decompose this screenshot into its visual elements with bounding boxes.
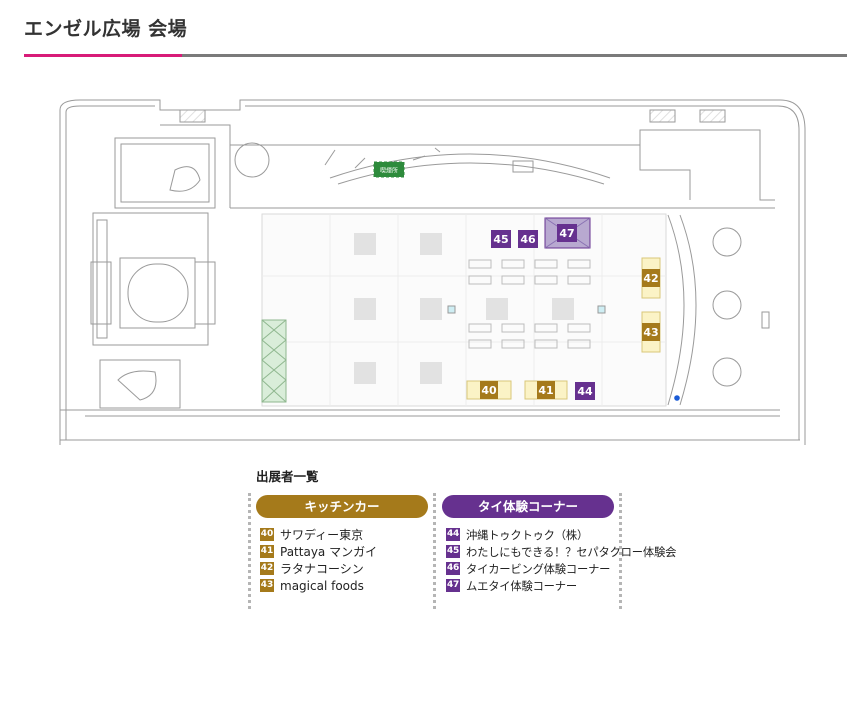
booth-45: 45 (491, 230, 511, 248)
category-kitchen-car: キッチンカー 40 サワディー東京 41 Pattaya マンガイ 42 ラタナ… (256, 495, 428, 594)
list-divider-center (433, 493, 436, 609)
exhibitor-name: わたしにもできる！？セパタクロー体験会 (466, 545, 677, 559)
booth-number-badge: 41 (260, 545, 274, 558)
list-item: 45 わたしにもできる！？セパタクロー体験会 (446, 543, 676, 560)
exhibitor-list: 40 サワディー東京 41 Pattaya マンガイ 42 ラタナコーシン 43… (260, 526, 428, 594)
category-label: キッチンカー (256, 495, 428, 518)
booth-number-badge (480, 381, 498, 399)
booth-number-badge: 47 (446, 579, 460, 592)
exhibitor-name: サワディー東京 (280, 528, 364, 542)
booth-number-badge: 45 (446, 545, 460, 558)
exhibitor-name: ラタナコーシン (280, 562, 364, 576)
exhibitor-name: Pattaya マンガイ (280, 545, 378, 559)
booth-number: 46 (520, 233, 536, 246)
list-item: 46 タイカービング体験コーナー (446, 560, 614, 577)
list-item: 47 ムエタイ体験コーナー (446, 577, 614, 594)
booth-number-badge (575, 382, 595, 400)
page-title: エンゼル広場 会場 (24, 18, 188, 40)
exhibitor-name: 沖縄トゥクトゥク（株） (466, 528, 589, 542)
booth-number: 44 (577, 385, 593, 398)
exhibitor-name: magical foods (280, 578, 364, 593)
exhibitor-name: ムエタイ体験コーナー (466, 579, 577, 593)
list-item: 40 サワディー東京 (260, 526, 428, 543)
booth-47: 47 (544, 217, 591, 249)
booth-number-badge: 43 (260, 579, 274, 592)
exhibitor-list-heading: 出展者一覧 (256, 469, 319, 484)
booth-number-badge (642, 323, 660, 341)
booth-46: 46 (518, 230, 538, 248)
list-item: 42 ラタナコーシン (260, 560, 428, 577)
booth-42: 42 (641, 257, 661, 299)
list-divider-left (248, 493, 251, 609)
booth-number-badge (518, 230, 538, 248)
smoking-area: 喫煙所 (373, 161, 405, 178)
exhibitor-name: タイカービング体験コーナー (466, 562, 611, 576)
building-structure (59, 99, 806, 445)
booth-number: 45 (493, 233, 508, 246)
booth-44: 44 (575, 382, 595, 400)
list-item: 41 Pattaya マンガイ (260, 543, 428, 560)
booth-40: 40 (466, 380, 512, 400)
booth-number-badge: 46 (446, 562, 460, 575)
exhibitor-list: 44 沖縄トゥクトゥク（株） 45 わたしにもできる！？セパタクロー体験会 46… (446, 526, 676, 594)
booth-number-badge (557, 224, 577, 242)
booth-number-badge: 40 (260, 528, 274, 541)
venue-floor-map: 喫煙所 40 41 42 43 44 45 46 47 (59, 99, 806, 445)
title-underline-accent (24, 54, 182, 57)
booth-number-badge (491, 230, 511, 248)
booth-number: 41 (538, 384, 553, 397)
booth-number: 40 (481, 384, 497, 397)
booth-number-badge: 44 (446, 528, 460, 541)
category-label: タイ体験コーナー (442, 495, 614, 518)
category-thai-experience: タイ体験コーナー 44 沖縄トゥクトゥク（株） 45 わたしにもできる！？セパタ… (442, 495, 676, 594)
list-item: 43 magical foods (260, 577, 428, 594)
booth-number: 42 (643, 272, 658, 285)
booth-number: 47 (559, 227, 574, 240)
list-divider-right (619, 493, 622, 609)
booth-number-badge (537, 381, 555, 399)
smoking-area-label: 喫煙所 (380, 167, 398, 175)
booth-43: 43 (641, 311, 661, 353)
booth-number-badge (642, 269, 660, 287)
booth-number: 43 (643, 326, 658, 339)
booth-number-badge: 42 (260, 562, 274, 575)
booth-41: 41 (524, 380, 568, 400)
list-item: 44 沖縄トゥクトゥク（株） (446, 526, 614, 543)
booth-layer: 40 41 42 43 44 45 46 47 (466, 217, 661, 400)
title-underline (24, 54, 847, 57)
plaza-floor (261, 213, 680, 407)
